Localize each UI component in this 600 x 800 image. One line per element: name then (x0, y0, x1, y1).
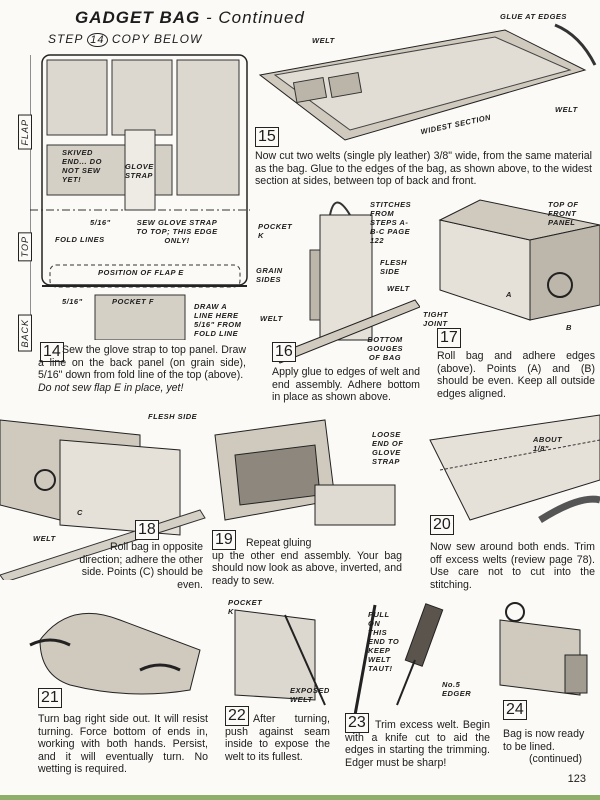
pocket-f-label: POCKET F (112, 297, 154, 306)
step-15-number: 15 (255, 127, 279, 147)
pocket-k-label-22: POCKET K (228, 598, 263, 616)
step-17-number: 17 (437, 328, 461, 348)
fig24-finished-bag-illustration (499, 602, 588, 696)
step-16-number: 16 (272, 342, 296, 362)
dim-label-2: 5/16" (62, 297, 83, 306)
fig15-welt-illustration (258, 23, 597, 141)
step-24-body: Bag is now ready to be lined. (503, 728, 585, 753)
step-20-number: 20 (430, 515, 454, 535)
step-14-instruction: Sew the glove strap to top panel. Draw a… (38, 344, 246, 382)
flap-side-label: FLAP (18, 115, 32, 150)
edger-label: No.5 EDGER (442, 680, 472, 698)
step-17-text: Roll bag and adhere edges (above). Point… (437, 350, 595, 400)
grain-sides-label: GRAIN SIDES (256, 266, 283, 284)
back-side-label: BACK (18, 315, 32, 352)
step-21-number: 21 (38, 688, 62, 708)
point-a-label: A (506, 290, 512, 299)
dim-label-1: 5/16" (90, 218, 111, 227)
welt-label-16b: WELT (260, 314, 283, 323)
fig22-seam-illustration (234, 609, 326, 706)
welt-label-18: WELT (33, 534, 56, 543)
loose-end-label: LOOSE END OF GLOVE STRAP (372, 430, 404, 466)
page-title: GADGET BAG - Continued (75, 8, 305, 28)
fig14-pattern-illustration (30, 54, 250, 340)
fig17-roll-illustration (438, 199, 600, 321)
step-21-text: Turn bag right side out. It will resist … (38, 713, 208, 776)
welt-label-16a: WELT (387, 284, 410, 293)
page-number: 123 (567, 773, 586, 785)
glue-edges-label: GLUE AT EDGES (500, 12, 567, 21)
fig21-turning-illustration (29, 612, 201, 695)
step-19-body: up the other end assembly. Your bag shou… (212, 549, 402, 587)
step-suffix: COPY BELOW (111, 32, 203, 46)
step-22-number: 22 (225, 706, 249, 726)
tight-joint-label: TIGHT JOINT (423, 310, 448, 328)
fig16-bottom-illustration (274, 201, 420, 364)
step-24-text: Bag is now ready to be lined.(continued) (503, 728, 595, 766)
fig23-edger-illustration (353, 603, 444, 715)
point-c-label: C (77, 508, 83, 517)
step-15-text: Now cut two welts (single ply leather) 3… (255, 150, 592, 188)
flesh-side-label: FLESH SIDE (380, 258, 408, 276)
fig19-gluing-illustration (214, 419, 396, 526)
step-23-text: Trim excess welt. Begin with a knife cut… (345, 719, 490, 769)
step-prefix: STEP (48, 32, 83, 46)
welt-label-2: WELT (555, 105, 578, 114)
step-19-number: 19 (212, 530, 236, 550)
pocket-k-label: POCKET K (258, 222, 293, 240)
welt-label-1: WELT (312, 36, 335, 45)
draw-line-label: DRAW A LINE HERE 5/16" FROM FOLD LINE (194, 302, 242, 338)
pull-end-label: PULL ON THIS END TO KEEP WELT TAUT! (368, 610, 400, 673)
about-label: ABOUT 1/8" (533, 435, 563, 453)
bottom-edge-strip (0, 795, 600, 800)
flesh-side-label-18: FLESH SIDE (148, 412, 198, 421)
step-22-text: After turning, push against seam inside … (225, 713, 330, 763)
title-subtitle: - Continued (205, 8, 305, 27)
step-18-number: 18 (135, 520, 159, 540)
step-24-number: 24 (503, 700, 527, 720)
step-14-number: 14 (40, 342, 64, 362)
point-b-label: B (566, 323, 572, 332)
fig20-sewing-illustration (429, 414, 600, 523)
title-text: GADGET BAG (75, 8, 201, 27)
step-14-text: Sew the glove strap to top panel. Draw a… (38, 344, 246, 394)
exposed-welt-label: EXPOSED WELT (290, 686, 330, 704)
glove-strap-label: GLOVE STRAP (125, 162, 154, 180)
bottom-gouges-label: BOTTOM GOUGES OF BAG (367, 335, 403, 362)
sew-note-label: SEW GLOVE STRAP TO TOP; THIS EDGE ONLY! (136, 218, 218, 245)
step-18-text: Roll bag in opposite direction; adhere t… (79, 541, 203, 591)
continued-label: (continued) (529, 753, 582, 766)
step-14-note: Do not sew flap E in place, yet! (38, 381, 184, 394)
fold-lines-label: FOLD LINES (55, 235, 105, 244)
skived-label: SKIVED END... DO NOT SEW YET! (62, 148, 102, 184)
flap-position-label: POSITION OF FLAP E (98, 268, 184, 277)
step-19-lead: Repeat gluing (246, 537, 312, 549)
step-23-number: 23 (345, 713, 369, 733)
step-16-text: Apply glue to edges of welt and end asse… (272, 366, 420, 404)
step-circle: 14 (87, 33, 108, 47)
top-front-panel-label: TOP OF FRONT PANEL (548, 200, 579, 227)
stitches-label: STITCHES FROM STEPS A-B-C PAGE 122 (370, 200, 412, 245)
step-copy-label: STEP 14 COPY BELOW (48, 32, 202, 47)
step-20-text: Now sew around both ends. Trim off exces… (430, 541, 595, 591)
top-side-label: TOP (18, 232, 32, 262)
